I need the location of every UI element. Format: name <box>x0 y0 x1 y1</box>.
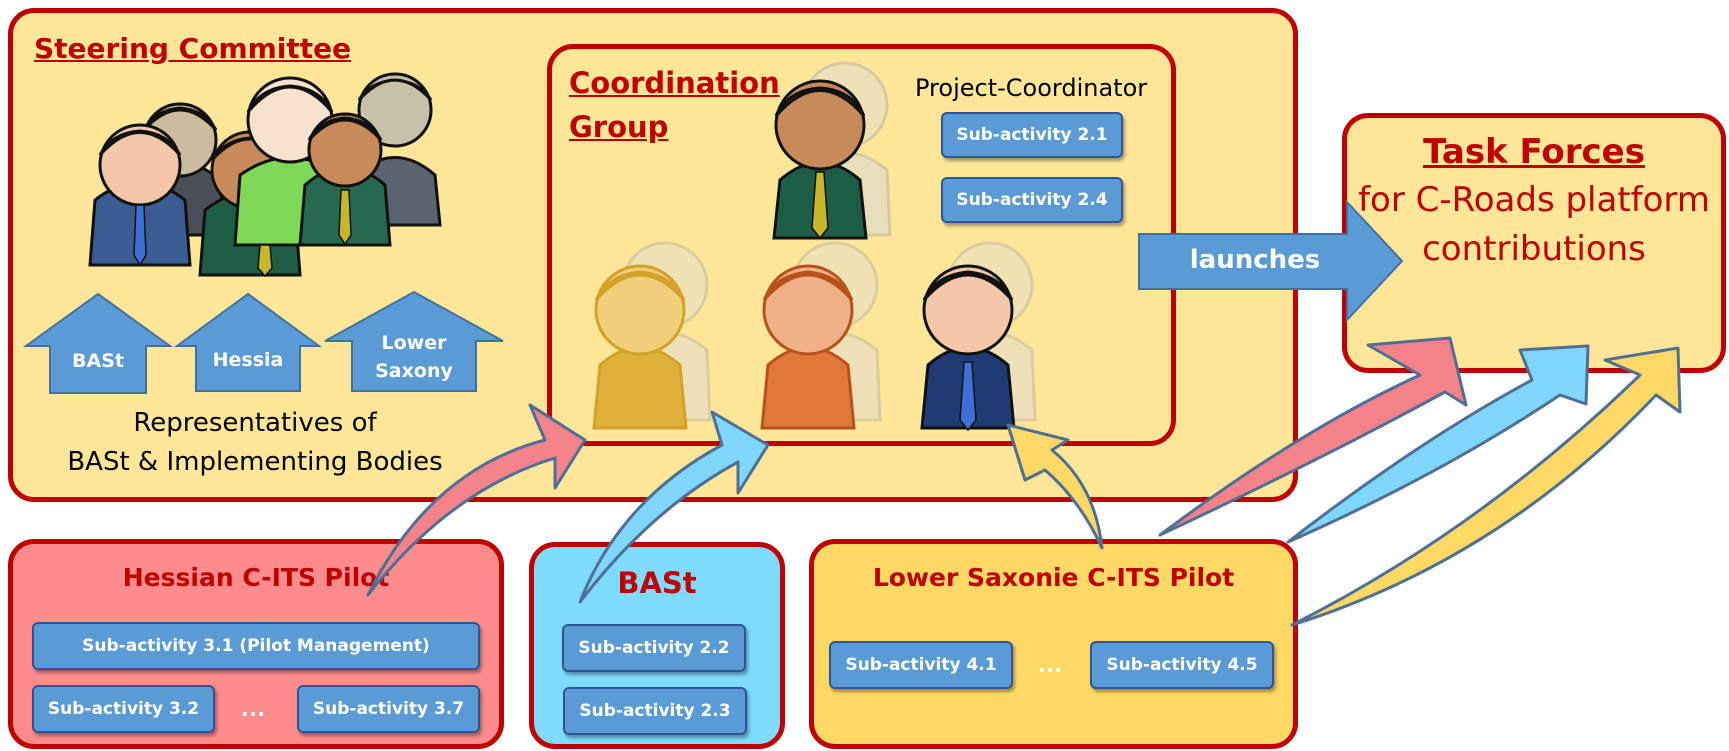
coordination-group-title-line2: Group <box>569 110 669 144</box>
lower-saxonie-pilot-title: Lower Saxonie C-ITS Pilot <box>872 563 1235 592</box>
project-coordinator-label: Project-Coordinator <box>915 74 1148 102</box>
hessian-to-coordination-arrow <box>366 403 587 597</box>
sub-activity-3-7: Sub-activity 3.7 <box>297 685 480 733</box>
bast-to-coordination-arrow <box>578 410 770 604</box>
launches-label: launches <box>1189 245 1321 275</box>
sub-activity-3-1: Sub-activity 3.1 (Pilot Management) <box>32 622 480 670</box>
hessian-pilot-title: Hessian C-ITS Pilot <box>122 563 390 592</box>
sub-activity-2-2: Sub-activity 2.2 <box>562 624 746 672</box>
hessia-arrow-label: Hessia <box>212 349 284 371</box>
task-forces-title: Task Forces <box>1423 132 1645 172</box>
hessia-up-arrow <box>173 292 323 392</box>
sub-activity-3-2: Sub-activity 3.2 <box>32 685 215 733</box>
navy-person-icon <box>920 264 1016 432</box>
bast-title: BASt <box>617 566 697 600</box>
lower-arrow-label: Lower <box>381 332 447 354</box>
steering-committee-title: Steering Committee <box>34 32 352 65</box>
yellow-to-taskforces-arrow <box>1290 346 1682 627</box>
steering-caption-line1: Representatives of <box>133 408 377 438</box>
sub-activity-4-1: Sub-activity 4.1 <box>829 641 1013 689</box>
steering-caption-line2: BASt & Implementing Bodies <box>67 447 443 477</box>
lowersax-to-coordination-arrow <box>1006 423 1104 550</box>
hessian-ellipsis: … <box>240 692 266 722</box>
orange-person-icon <box>760 264 856 430</box>
blue-to-taskforces-arrow <box>1286 344 1590 544</box>
lower-saxony-up-arrow <box>324 290 504 392</box>
task-forces-line1: for C-Roads platform <box>1358 180 1710 220</box>
sub-activity-2-1: Sub-activity 2.1 <box>941 112 1123 158</box>
sub-activity-4-5: Sub-activity 4.5 <box>1090 641 1274 689</box>
person-icon <box>298 112 392 247</box>
gold-person-icon <box>592 264 688 430</box>
sub-activity-2-3: Sub-activity 2.3 <box>563 687 747 735</box>
coordination-group-title-line1: Coordination <box>569 66 780 100</box>
red-to-taskforces-arrow <box>1158 336 1468 537</box>
person-icon <box>88 123 192 267</box>
sub-activity-2-4: Sub-activity 2.4 <box>941 177 1123 223</box>
saxony-arrow-label: Saxony <box>375 360 453 382</box>
lower-saxonie-ellipsis: … <box>1037 648 1063 678</box>
coordinator-person-icon <box>772 79 868 240</box>
bast-up-arrow <box>22 292 174 394</box>
task-forces-line2: contributions <box>1422 229 1646 269</box>
bast-arrow-label: BASt <box>72 350 124 372</box>
